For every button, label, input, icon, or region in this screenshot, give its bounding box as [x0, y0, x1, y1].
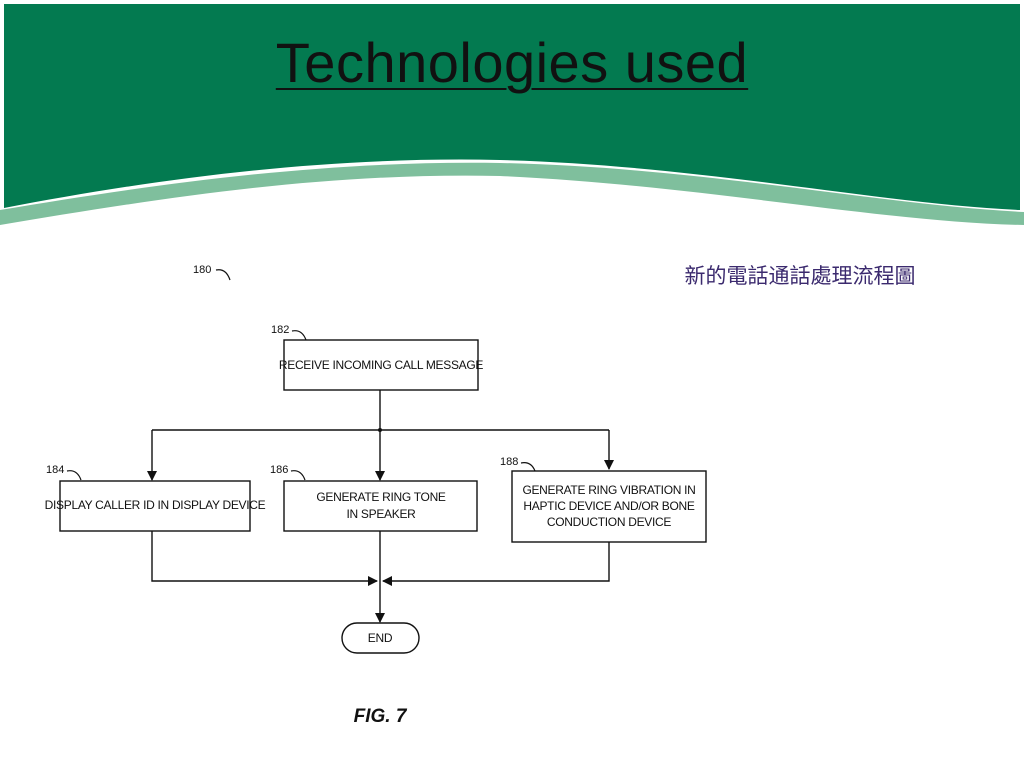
box-end — [341, 622, 420, 654]
figure-label: FIG. 7 — [354, 706, 408, 727]
node-receive: 182 RECEIVE INCOMING CALL MESSAGE — [271, 324, 484, 391]
ref-main-label: 180 — [193, 264, 211, 276]
label-vibration-1: GENERATE RING VIBRATION IN — [522, 483, 695, 497]
ref-vibration: 188 — [500, 456, 518, 468]
connectors-bottom — [151, 531, 610, 623]
ref-display: 184 — [46, 464, 64, 476]
arrow-from-display — [151, 531, 378, 586]
node-display: 184 DISPLAY CALLER ID IN DISPLAY DEVICE — [45, 464, 266, 532]
header-wave-light — [0, 162, 1024, 225]
label-ring-2: IN SPEAKER — [346, 507, 416, 521]
node-end: END — [341, 622, 420, 654]
node-ring: 186 GENERATE RING TONE IN SPEAKER — [270, 464, 478, 532]
label-vibration-2: HAPTIC DEVICE AND/OR BONE — [523, 499, 694, 513]
label-vibration-3: CONDUCTION DEVICE — [547, 515, 672, 529]
box-receive — [283, 339, 479, 391]
label-end: END — [368, 631, 393, 645]
box-vibration — [511, 470, 707, 543]
label-ring-1: GENERATE RING TONE — [316, 490, 446, 504]
header-green-band — [4, 4, 1020, 210]
ref-main: 180 — [193, 264, 231, 281]
node-vibration: 188 GENERATE RING VIBRATION IN HAPTIC DE… — [500, 456, 707, 543]
slide-title: Technologies used — [275, 31, 749, 94]
connectors-top — [147, 390, 614, 481]
box-ring — [283, 480, 478, 532]
label-display-1: DISPLAY CALLER ID IN DISPLAY DEVICE — [45, 498, 266, 512]
box-display — [59, 480, 251, 532]
slide-subtitle: 新的電話通話處理流程圖 — [684, 264, 916, 288]
header-background — [0, 4, 1024, 225]
label-receive-1: RECEIVE INCOMING CALL MESSAGE — [279, 358, 484, 372]
ref-receive: 182 — [271, 324, 289, 336]
ref-ring: 186 — [270, 464, 288, 476]
arrow-from-vibration — [382, 542, 610, 586]
